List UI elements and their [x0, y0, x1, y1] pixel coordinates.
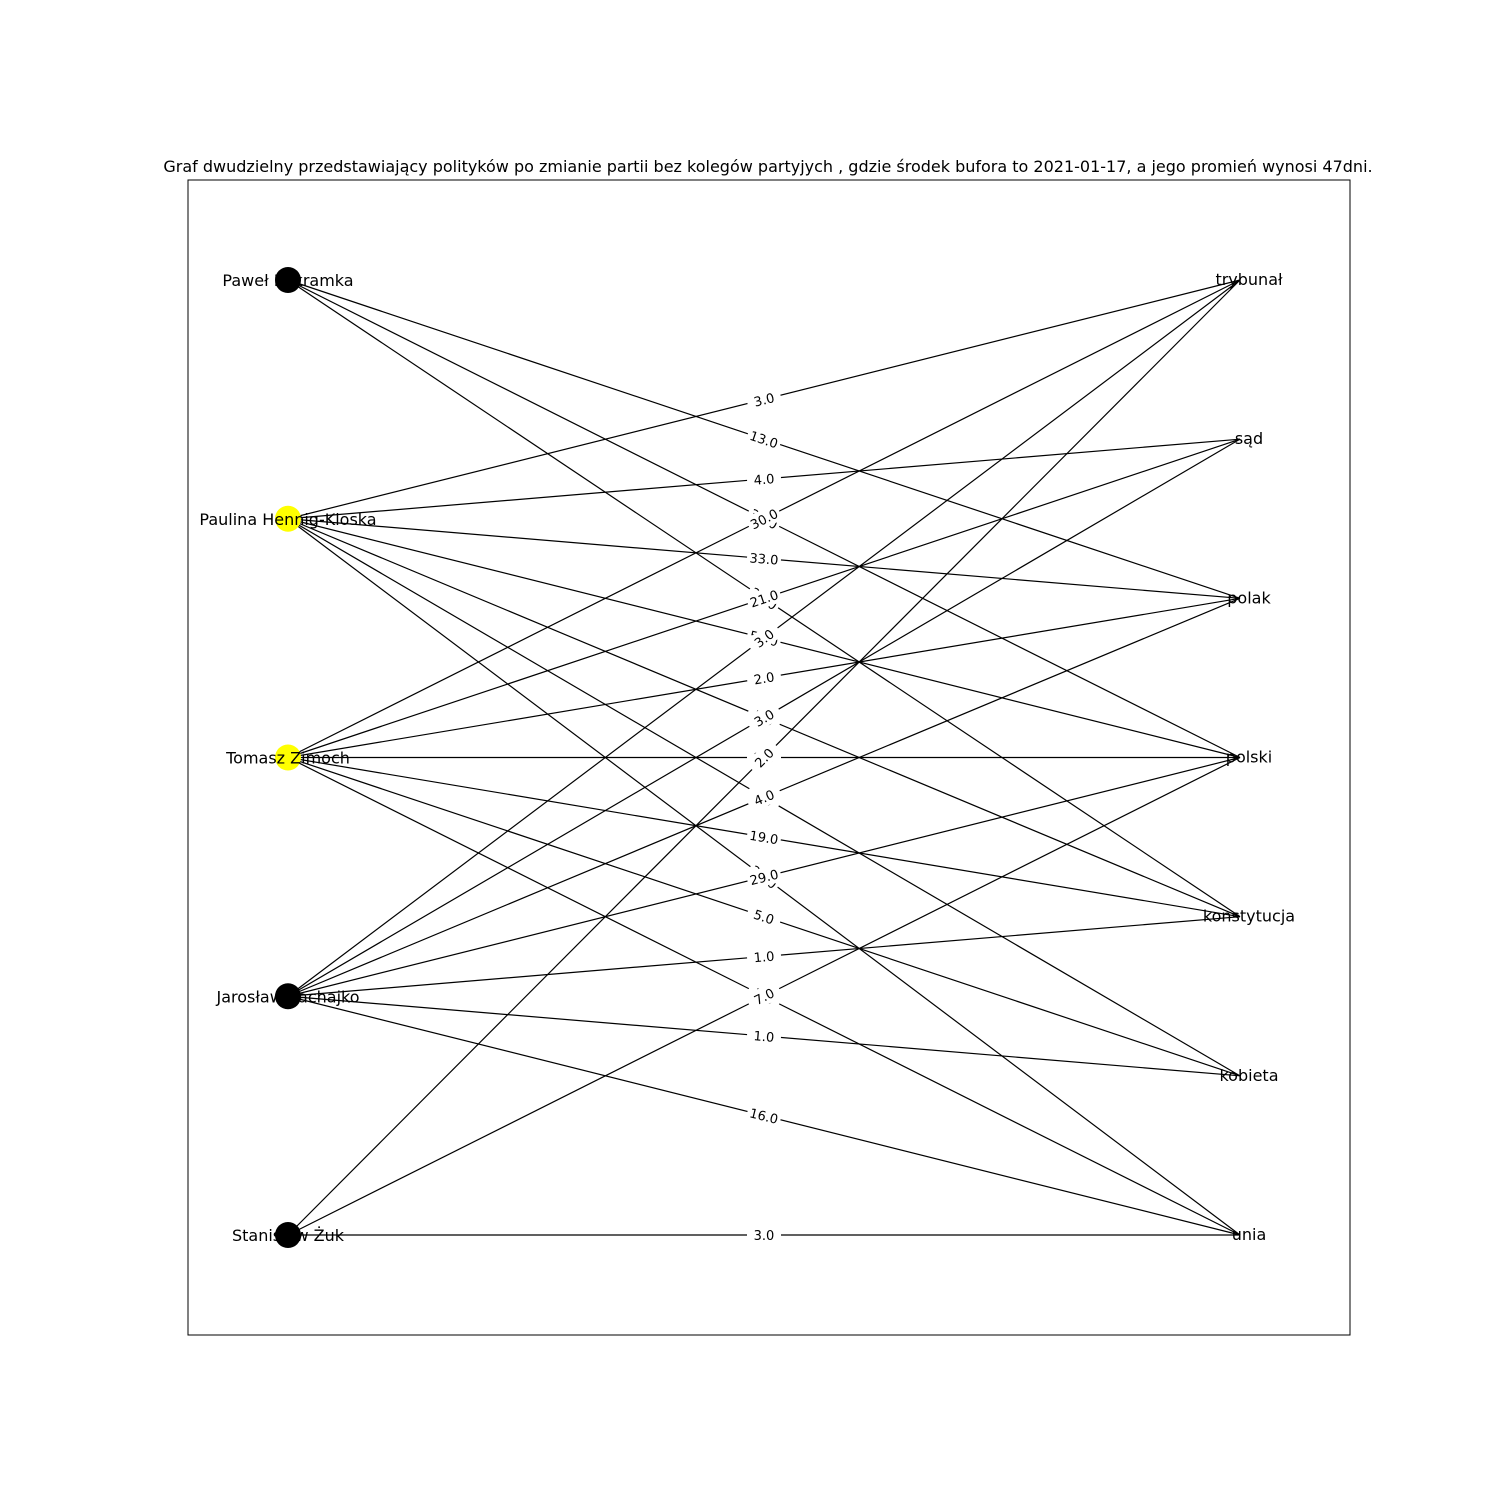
- edge-label-0: 13.0: [745, 425, 783, 454]
- word-label-konstytucja: konstytucja: [1203, 907, 1295, 926]
- edge-label-bg: [746, 1025, 782, 1047]
- edge-label-19: 4.0: [744, 782, 784, 813]
- edge-weight-label: 4.0: [752, 788, 777, 810]
- edge-label-bg: [745, 425, 783, 454]
- politician-node-tomasz-zimoch: [275, 744, 301, 771]
- figure-title: Graf dwudzielny przedstawiający politykó…: [163, 157, 1372, 176]
- edge-label-bg: [746, 548, 782, 569]
- nodes-layer: [275, 267, 301, 1248]
- edge-weight-label: 19.0: [748, 829, 779, 849]
- word-label-sad: sąd: [1235, 429, 1263, 448]
- word-label-kobieta: kobieta: [1219, 1066, 1278, 1085]
- edge-label-bg: [745, 825, 783, 849]
- edge-label-bg: [745, 864, 783, 890]
- edge-label-4: 4.0: [746, 468, 782, 490]
- edge-label-bg: [745, 666, 783, 690]
- edge-label-12: 2.0: [745, 666, 783, 690]
- word-label-polski: polski: [1226, 748, 1272, 767]
- politician-node-jaroslaw-sachajko: [275, 983, 301, 1010]
- edge-label-21: 1.0: [746, 946, 782, 967]
- edge-label-bg: [746, 468, 782, 490]
- edge-label-23: 16.0: [745, 1102, 783, 1129]
- edge-weight-label: 3.0: [753, 391, 777, 411]
- edge-label-bg: [745, 620, 783, 656]
- edge-label-bg: [746, 946, 782, 967]
- edge-weight-label: 2.0: [753, 670, 776, 688]
- edge-weight-label: 33.0: [749, 551, 779, 568]
- edge-weight-label: 4.0: [753, 472, 775, 489]
- edge-label-bg: [744, 701, 784, 735]
- edge-label-bg: [747, 1226, 781, 1244]
- edge-label-bg: [745, 1102, 783, 1129]
- edge-label-bg: [745, 386, 783, 413]
- edge-label-5: 33.0: [746, 548, 782, 569]
- word-label-polak: polak: [1227, 588, 1271, 607]
- politician-node-stanislaw-zuk: [275, 1222, 301, 1248]
- politician-label: Tomasz Zimoch: [225, 749, 350, 768]
- edge-weight-label: 29.0: [748, 868, 780, 890]
- edge-weight-label: 1.0: [753, 950, 775, 967]
- edge-label-bg: [744, 782, 784, 813]
- edge-label-bg: [744, 980, 784, 1012]
- edge-label-20: 29.0: [745, 864, 783, 890]
- edge-weight-label: 5.0: [751, 908, 775, 929]
- edge-weight-label: 3.0: [754, 1229, 775, 1244]
- edge-label-bg: [745, 739, 783, 776]
- word-label-unia: unia: [1232, 1225, 1267, 1244]
- edge-weight-label: 16.0: [748, 1106, 780, 1128]
- politician-label: Jarosław Sachajko: [215, 987, 359, 1006]
- edge-label-26: 3.0: [747, 1226, 781, 1244]
- politician-node-pawel-kukramka: [275, 267, 301, 293]
- edge-weight-label: 1.0: [753, 1029, 775, 1046]
- edge-label-14: 19.0: [745, 825, 783, 849]
- plot-frame: [187, 179, 1351, 1336]
- edge-label-bg: [744, 503, 784, 535]
- edge-label-3: 3.0: [745, 386, 783, 413]
- edge-weight-label: 13.0: [747, 429, 779, 452]
- edge-label-bg: [745, 902, 783, 931]
- politician-label: Paulina Hennig-Kloska: [199, 510, 376, 529]
- edge-label-15: 5.0: [745, 902, 783, 931]
- edge-labels-layer: 13.030.021.03.04.033.053.03.04.029.030.0…: [744, 386, 784, 1244]
- word-label-trybunal: trybunał: [1215, 270, 1283, 289]
- politician-label: Paweł Kukramka: [222, 271, 353, 290]
- politician-node-paulina-hennig-kloska: [275, 505, 301, 532]
- politician-label: Stanisław Żuk: [232, 1226, 345, 1245]
- edge-label-bg: [745, 584, 783, 613]
- edge-label-22: 1.0: [746, 1025, 782, 1047]
